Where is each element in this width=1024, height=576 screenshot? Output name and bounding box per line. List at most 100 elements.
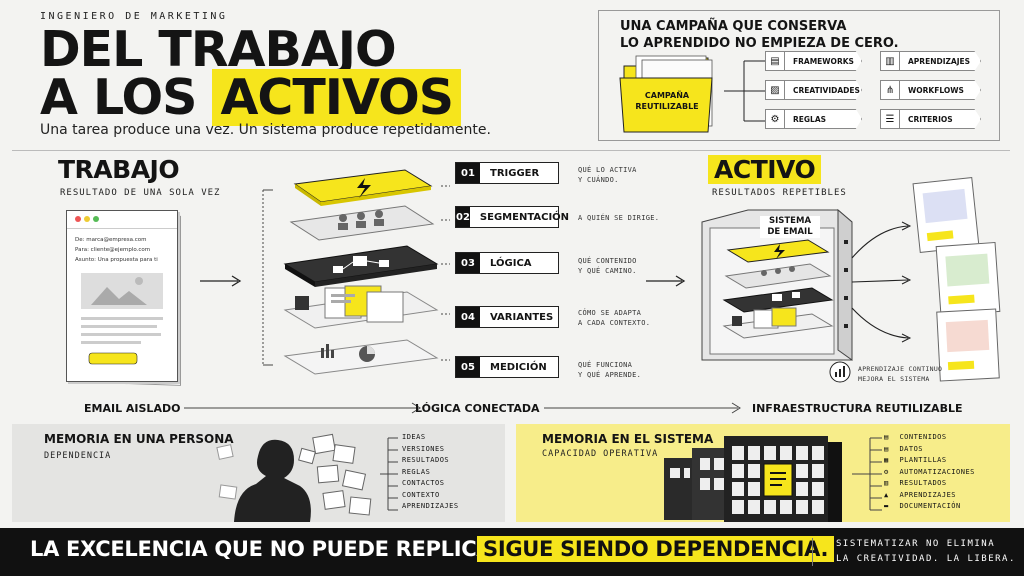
sistema-list-bracket	[852, 437, 882, 511]
footer-highlight: SIGUE SIENDO DEPENDENCIA.	[477, 536, 835, 562]
layer-label-segmentacion: 02 SEGMENTACIÓN	[455, 206, 569, 228]
document-icon: ▤	[884, 444, 889, 453]
sistema-list: ▤ CONTENIDOS ▤ DATOS ▦ PLANTILLAS ⚙ AUTO…	[884, 432, 975, 513]
layer-desc-1a: QUÉ LO ACTIVA	[578, 166, 637, 174]
sistema-item-automatizaciones: ⚙ AUTOMATIZACIONES	[884, 467, 975, 479]
window-dots	[67, 211, 177, 222]
campaign-item-frameworks: FRAMEWORKS	[784, 51, 862, 71]
card-image-1	[922, 188, 968, 224]
memoria-persona-title: MEMORIA EN UNA PERSONA	[44, 432, 234, 446]
output-email-card-3	[936, 308, 1000, 382]
layer-num-1: 01	[456, 163, 480, 183]
layer-desc-2a: A QUIÉN SE DIRIGE.	[578, 214, 660, 222]
title-line-1: DEL TRABAJO	[40, 21, 397, 78]
email-header: De: marca@empresa.com Para: cliente@ejem…	[67, 228, 177, 265]
page-subtitle: Una tarea produce una vez. Un sistema pr…	[40, 122, 491, 138]
trabajo-title: TRABAJO	[58, 155, 180, 184]
activo-bottom-label: INFRAESTRUCTURA REUTILIZABLE	[752, 402, 963, 415]
output-email-card-1	[912, 177, 980, 253]
campaign-item-workflows: WORKFLOWS	[899, 80, 981, 100]
bar-chart-icon: ▥	[884, 479, 889, 487]
sistema-item-label-4: AUTOMATIZACIONES	[899, 467, 975, 476]
sistema-item-datos: ▤ DATOS	[884, 444, 975, 456]
layer-title-1: TRIGGER	[490, 167, 540, 179]
title-highlight: ACTIVOS	[212, 69, 462, 126]
layer-desc-5b: Y QUÉ APRENDE.	[578, 371, 642, 379]
folder-icon: ▬	[884, 502, 889, 510]
folder-label-line-1: CAMPAÑA	[644, 91, 690, 100]
layer-label-trigger: 01 TRIGGER	[455, 162, 559, 184]
layer-desc-1b: Y CUÁNDO.	[578, 176, 619, 184]
workflows-network-icon: ⋔	[880, 80, 900, 100]
card-button-2	[948, 294, 975, 305]
persona-item-resultados: RESULTADOS	[402, 456, 450, 464]
arrow-right-2-icon	[646, 275, 686, 287]
layer-medicion	[283, 339, 439, 375]
card-image-2	[945, 253, 990, 287]
sistema-item-label-7: DOCUMENTACIÓN	[899, 502, 961, 510]
section-divider	[12, 150, 1010, 151]
person-icon	[761, 270, 767, 276]
campaign-title: UNA CAMPAÑA QUE CONSERVA LO APRENDIDO NO…	[620, 18, 920, 52]
dot-yellow	[84, 216, 90, 222]
campaign-item-criterios: CRITERIOS	[899, 109, 981, 129]
loop-text-line-1: APRENDIZAJE CONTINUO	[858, 365, 943, 373]
flow-icon	[772, 294, 782, 301]
layer-num-2: 02	[456, 207, 470, 227]
layer-desc-3a: QUÉ CONTENIDO	[578, 257, 637, 265]
footer-divider	[812, 538, 813, 566]
layer-num-4: 04	[456, 307, 480, 327]
activo-subtitle: RESULTADOS REPETIBLES	[712, 188, 847, 198]
trabajo-bottom-label: EMAIL AISLADO	[84, 402, 181, 415]
sistema-item-contenidos: ▤ CONTENIDOS	[884, 432, 975, 444]
campaign-title-line-2: LO APRENDIDO NO EMPIEZA DE CERO.	[620, 36, 899, 51]
persona-item-reglas: REGLAS	[402, 467, 431, 476]
layer-title-3: LÓGICA	[490, 257, 532, 269]
email-from: De: marca@empresa.com	[75, 237, 147, 243]
eyebrow: INGENIERO DE MARKETING	[40, 11, 228, 22]
persona-item-aprendizajes: APRENDIZAJES	[402, 502, 459, 510]
learning-loop-icon	[829, 361, 851, 383]
email-to: Para: cliente@ejemplo.com	[75, 247, 151, 253]
card-button-3	[947, 360, 975, 371]
person-icon	[339, 214, 347, 222]
trabajo-subtitle: RESULTADO DE UNA SOLA VEZ	[60, 188, 221, 198]
letter-a-icon	[295, 296, 309, 310]
sistema-item-plantillas: ▦ PLANTILLAS	[884, 455, 975, 467]
output-arrows	[851, 221, 912, 343]
system-label-line-2: DE EMAIL	[767, 227, 813, 237]
persona-list: IDEAS VERSIONES RESULTADOS REGLAS CONTAC…	[402, 432, 459, 513]
footer-right-line-2: LA CREATIVIDAD. LA LIBERA.	[836, 554, 1016, 564]
template-icon: ▦	[884, 456, 889, 464]
frameworks-document-icon: ▤	[765, 51, 785, 71]
email-system-machine	[701, 208, 853, 361]
layer-trigger	[293, 169, 433, 206]
folder-label-line-2: REUTILIZABLE	[635, 102, 699, 111]
flow-icon	[353, 256, 367, 266]
layer-title-4: VARIANTES	[490, 311, 554, 323]
graduation-cap-icon: ▲	[884, 490, 889, 499]
overwhelmed-person-illustration	[216, 433, 372, 522]
folder-label: CAMPAÑA REUTILIZABLE	[628, 90, 706, 112]
sistema-item-label-1: CONTENIDOS	[899, 433, 947, 441]
campaign-title-line-1: UNA CAMPAÑA QUE CONSERVA	[620, 19, 847, 34]
sistema-item-resultados: ▥ RESULTADOS	[884, 478, 975, 490]
layer-title-2: SEGMENTACIÓN	[479, 211, 570, 223]
system-label-line-1: SISTEMA	[768, 216, 812, 226]
email-body	[81, 273, 163, 365]
layer-label-variantes: 04 VARIANTES	[455, 306, 559, 328]
sistema-item-label-6: APRENDIZAJES	[899, 490, 957, 499]
email-subject: Asunto: Una propuesta para ti	[75, 257, 158, 263]
sistema-item-documentacion: ▬ DOCUMENTACIÓN	[884, 501, 975, 513]
sistema-item-aprendizajes: ▲ APRENDIZAJES	[884, 490, 975, 502]
middle-bottom-label: LÓGICA CONECTADA	[415, 402, 540, 415]
sistema-item-label-5: RESULTADOS	[899, 479, 947, 487]
campaign-connector	[724, 60, 768, 122]
dot-red	[75, 216, 81, 222]
activo-title: ACTIVO	[708, 155, 822, 184]
aprendizajes-bar-chart-icon: ▥	[880, 51, 900, 71]
document-icon: ▤	[884, 433, 889, 441]
